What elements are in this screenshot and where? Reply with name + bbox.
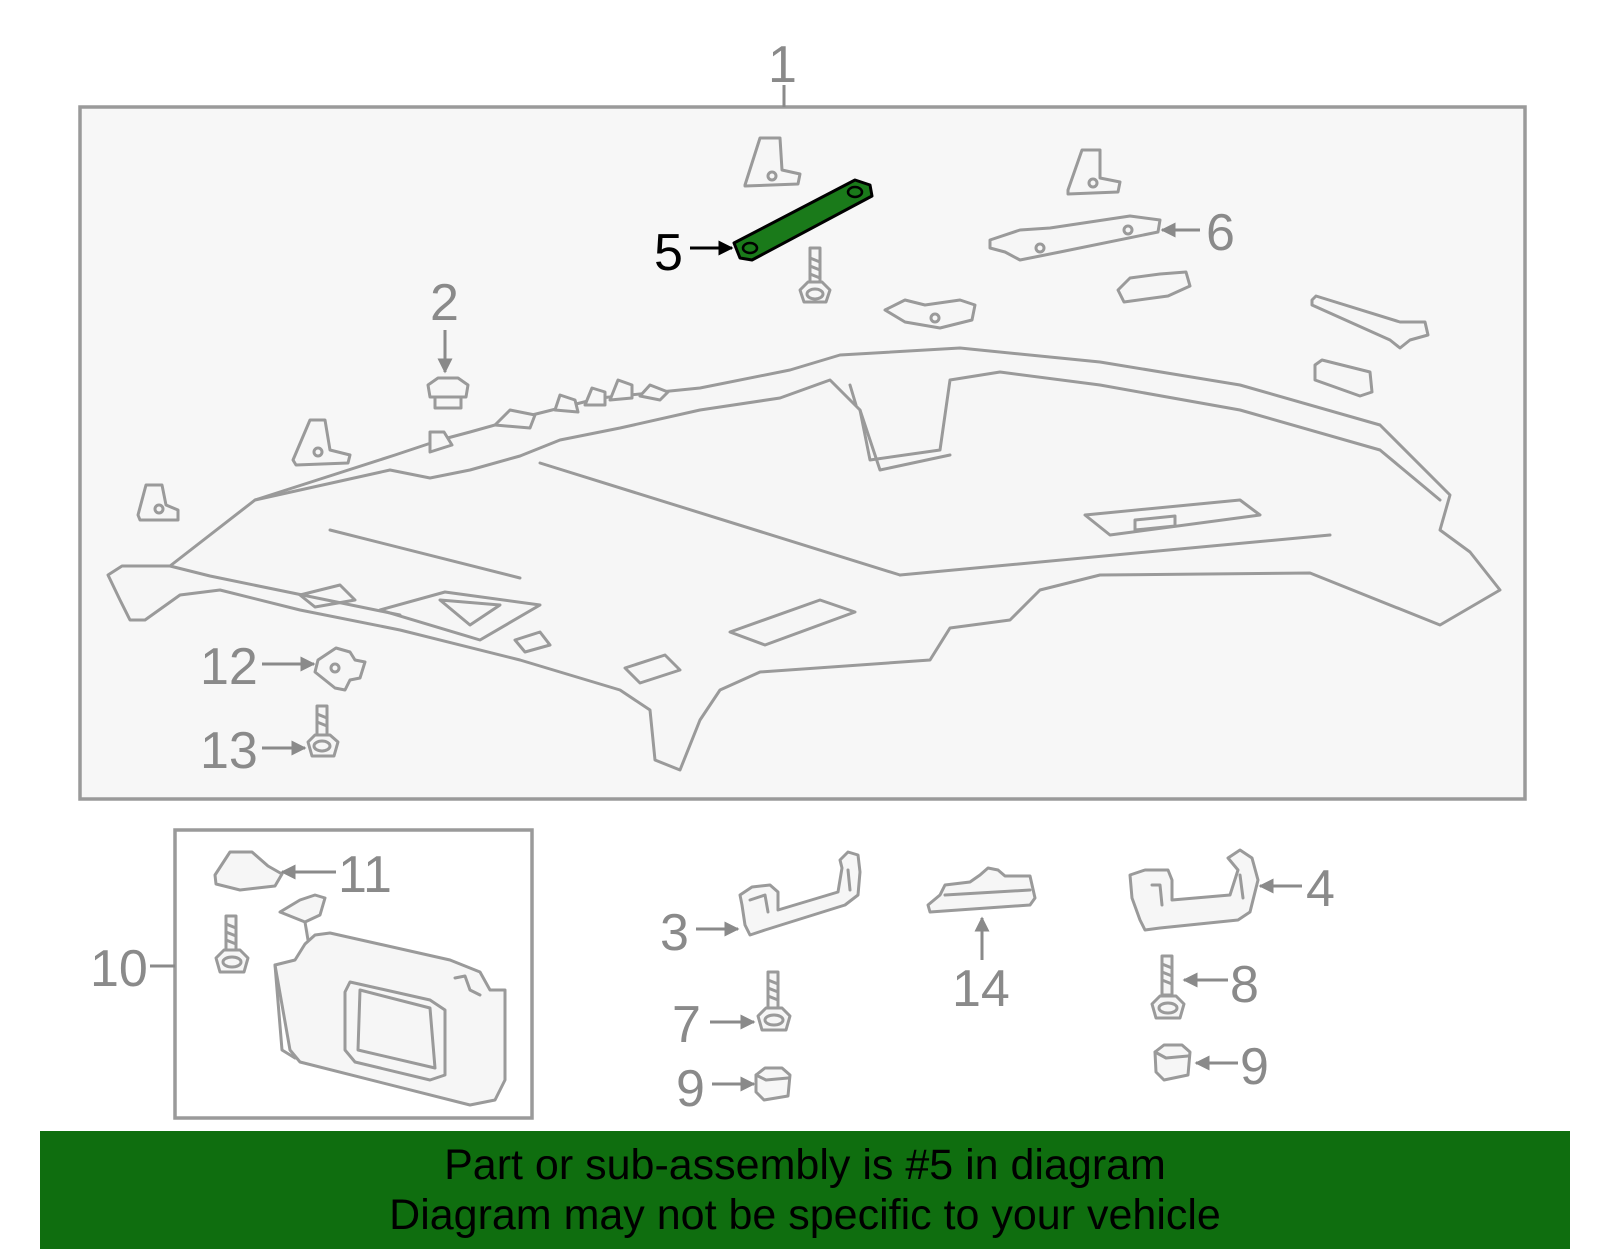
part-2-clip[interactable] [426, 376, 470, 410]
callout-9b[interactable]: 9 [1240, 1038, 1269, 1096]
part-9-nut[interactable] [754, 1066, 792, 1102]
part-12-bracket[interactable] [313, 646, 367, 692]
callout-13[interactable]: 13 [200, 722, 258, 780]
clip [1313, 358, 1374, 398]
visor-screw [214, 914, 250, 974]
callout-9a[interactable]: 9 [676, 1060, 705, 1118]
bolt [798, 246, 832, 304]
callout-10[interactable]: 10 [90, 940, 148, 998]
part-3-grab-handle[interactable] [738, 850, 862, 937]
callout-6[interactable]: 6 [1206, 204, 1235, 262]
callout-2[interactable]: 2 [430, 274, 459, 332]
headliner-panel[interactable] [106, 346, 1502, 772]
retainer-bracket [136, 483, 180, 522]
clip [1116, 270, 1192, 304]
bracket [883, 298, 977, 330]
retainer-bracket [1066, 148, 1122, 196]
part-9-nut[interactable] [1153, 1043, 1192, 1082]
retainer-bracket [291, 418, 352, 467]
part-4-grab-handle[interactable] [1128, 848, 1260, 932]
part-8-bolt[interactable] [1150, 954, 1186, 1020]
callout-4[interactable]: 4 [1306, 860, 1335, 918]
callout-5[interactable]: 5 [654, 224, 683, 282]
sun-visor[interactable] [273, 893, 507, 1107]
part-14-cover[interactable] [926, 866, 1037, 914]
banner-line-disclaimer: Diagram may not be specific to your vehi… [389, 1191, 1221, 1239]
banner-line-part: Part or sub-assembly is #5 in diagram [444, 1141, 1166, 1189]
info-banner: Part or sub-assembly is #5 in diagram Di… [40, 1131, 1570, 1249]
callout-14[interactable]: 14 [952, 960, 1010, 1018]
callout-1[interactable]: 1 [768, 36, 797, 94]
part-6-bracket[interactable] [988, 214, 1162, 262]
part-5-reinforcement[interactable] [732, 178, 874, 262]
callout-11[interactable]: 11 [338, 846, 392, 904]
callout-8[interactable]: 8 [1230, 956, 1259, 1014]
retainer-bracket [743, 136, 802, 188]
part-13-bolt[interactable] [306, 704, 340, 758]
part-7-bolt[interactable] [756, 970, 792, 1032]
callout-3[interactable]: 3 [660, 904, 689, 962]
rail [1310, 294, 1430, 350]
callout-12[interactable]: 12 [200, 638, 258, 696]
callout-7[interactable]: 7 [672, 996, 701, 1054]
